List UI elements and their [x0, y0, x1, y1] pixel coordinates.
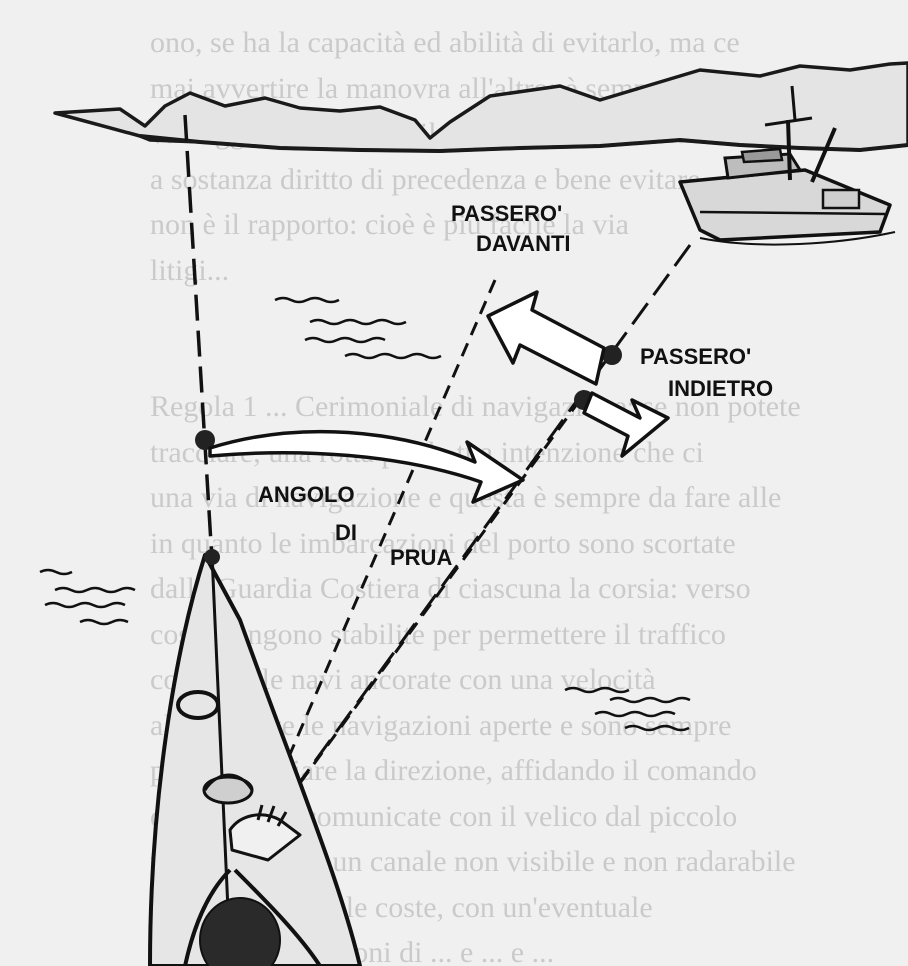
bearing-line-center	[183, 114, 214, 561]
sight-line-ship	[263, 244, 692, 831]
sailboat-icon	[148, 549, 362, 966]
label-prua: PRUA	[390, 545, 452, 570]
arrow-passes-astern	[582, 391, 670, 458]
sight-line-astern	[260, 399, 582, 836]
curved-arrow-angle	[208, 429, 525, 504]
shoreline	[139, 134, 908, 154]
bearing-point	[195, 430, 215, 450]
label-passero-indietro-2: INDIETRO	[668, 376, 773, 401]
label-passero-davanti-2: DAVANTI	[476, 231, 571, 256]
label-passero-davanti-1: PASSERO'	[451, 201, 562, 226]
arrow-passes-ahead	[486, 290, 606, 386]
ship-icon	[678, 85, 896, 246]
label-di: DI	[335, 520, 357, 545]
bearing-point-ahead	[602, 345, 622, 365]
label-passero-indietro-1: PASSERO'	[640, 344, 751, 369]
sight-line-ahead	[253, 279, 497, 836]
label-angolo: ANGOLO	[258, 482, 355, 507]
water-ripples	[39, 296, 691, 732]
